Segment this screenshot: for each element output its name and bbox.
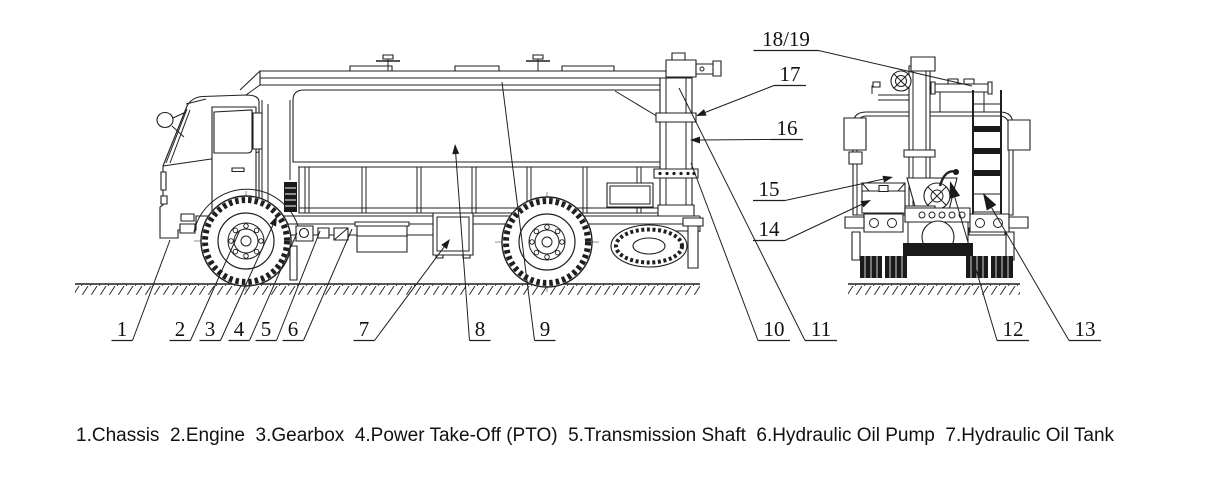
callout-discharge-auger: 9 [502,82,556,341]
callout-gearbox: 3 [200,216,277,341]
leader-line [705,86,774,113]
side-mirror [157,113,173,128]
callout-number: 13 [1075,317,1096,341]
callout-number: 9 [540,317,551,341]
callout-number: 14 [759,217,781,241]
hatch-fitting-1 [376,55,400,71]
hatch-cover-3 [562,66,614,71]
leader-line [304,229,353,341]
leader-arrowhead [860,200,871,208]
powertrain-components [270,183,653,258]
hydraulic-oil-tank-box [433,213,473,255]
callout-hydraulic-oil-pump: 6 [283,229,353,341]
leader-arrowhead [452,144,460,155]
leader-line [819,51,973,87]
callout-hatch-hatch-cover: 18/19 [754,27,973,86]
leader-line [277,231,321,341]
callout-control-box: 14 [753,200,871,241]
leader-line [133,240,171,341]
rear-bumper-bar [903,243,973,256]
spare-wheel [611,225,687,267]
callout-tank-auger: 10 [691,163,790,341]
rear-mudflap [688,226,698,268]
ground-line-right [848,284,1020,295]
leader-line [955,197,997,340]
callout-number: 2 [175,317,186,341]
callout-number: 8 [475,317,486,341]
leader-arrowhead [696,109,707,116]
parts-legend: 1.Chassis 2.Engine 3.Gearbox 4.Power Tak… [76,367,1151,498]
callout-number: 6 [288,317,299,341]
discharge-auger-tube [240,55,690,95]
leader-line [785,204,862,240]
hatch-cover-1 [350,66,392,71]
leader-arrowhead [269,216,277,227]
callout-number: 1 [117,317,128,341]
elevating-auger-side [654,53,721,268]
callout-number: 5 [261,317,272,341]
legend-line-1: 1.Chassis 2.Engine 3.Gearbox 4.Power Tak… [76,425,1115,446]
leader-line [375,247,445,340]
leader-line [992,208,1069,341]
leader-line [191,230,241,341]
leader-line [221,225,273,340]
leader-arrowhead [690,136,701,144]
worm-gear-flange [654,169,698,178]
callout-number: 3 [205,317,216,341]
pto-box [318,228,329,238]
leader-line [679,88,805,341]
callout-number: 12 [1003,317,1024,341]
leader-line [456,154,470,341]
leader-line [502,82,535,341]
callout-number: 7 [359,317,370,341]
rear-view-drawing [844,57,1030,295]
clamp-band-detail [656,113,696,122]
elevating-auger-rear [872,57,935,208]
leader-arrowhead [949,181,961,199]
callout-worm: 15 [753,175,893,201]
callout-chassis: 1 [112,240,171,341]
callout-clamp-band: 17 [696,62,806,116]
hatch-fitting-2 [526,55,550,71]
ground-line-left [75,284,700,295]
leader-arrowhead [882,175,893,183]
callout-number: 17 [780,62,801,86]
side-toolbox [607,183,653,207]
fuel-tank [357,226,407,252]
front-mudflap [290,246,297,280]
callout-number: 10 [764,317,785,341]
callout-worm-gear: 16 [690,116,803,144]
leader-line [785,179,883,200]
callout-number: 16 [777,116,798,140]
left-side-box [844,118,866,150]
callout-elevating-auger: 11 [679,88,837,341]
right-side-box [1008,120,1030,150]
hatch-cover-2 [455,66,499,71]
leader-arrowhead [983,193,997,211]
callout-number: 11 [811,317,831,341]
rear-axle-assembly [845,208,1028,278]
leader-line [691,163,758,341]
callout-engine: 2 [170,230,241,341]
callout-number: 4 [234,317,245,341]
callout-transmission-shaft: 5 [256,231,321,341]
callout-hydraulic-oil-tank: 7 [354,239,450,341]
callout-gate-switch: 12 [949,181,1029,341]
rear-dual-wheels [860,256,1013,278]
front-wheel-arch [194,189,300,234]
control-box [862,183,905,217]
exhaust-intake [268,100,297,216]
leader-line [250,233,298,341]
callout-tank-body: 8 [452,144,490,341]
side-view-drawing [75,53,721,295]
callout-number: 15 [759,177,780,201]
callout-ladder: 13 [983,193,1101,341]
auger-head [666,60,696,77]
callout-number: 18/19 [762,27,810,51]
leader-arrowhead [441,239,450,250]
tank-body-side [293,90,686,213]
callout-power-take-off: 4 [229,233,298,341]
